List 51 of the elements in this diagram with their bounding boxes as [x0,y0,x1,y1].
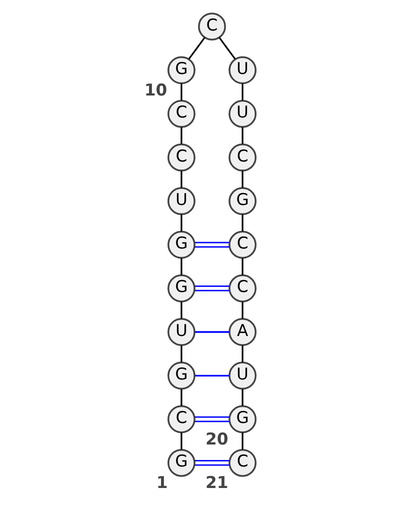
connector [180,170,182,188]
node-circle: U [228,99,256,128]
connector [180,126,182,144]
connector [180,258,182,275]
connector [194,374,230,376]
connector [180,214,182,231]
connector [194,416,230,422]
node-label: 10 [144,80,168,99]
connector [180,388,182,406]
node-circle: C [168,143,196,171]
node-circle: G [168,230,196,258]
node-circle: G [228,186,256,215]
node-circle: U [168,318,196,346]
connector [180,432,182,450]
node-circle: G [168,361,196,390]
node-circle: C [168,99,196,128]
connector [194,241,230,248]
node-label: 21 [205,472,228,492]
connector [180,344,182,362]
node-circle: U [228,361,256,390]
connector [242,214,244,231]
connector [194,460,230,466]
node-circle: A [228,318,256,346]
connector [194,330,230,332]
connector [188,36,206,60]
connector [242,83,244,100]
node-circle: C [168,404,196,433]
connector [242,170,244,188]
node-circle: G [228,404,256,433]
node-circle: U [228,56,256,84]
connector [180,83,182,100]
connector [218,36,236,60]
node-label: 1 [156,472,168,492]
node-label: 20 [205,428,228,448]
node-circle: C [228,143,256,171]
node-circle: G [168,448,196,476]
node-circle: C [198,12,226,40]
connector [242,388,244,406]
connector [194,284,230,291]
connector [242,126,244,144]
node-circle: G [168,274,196,302]
connector [180,301,182,318]
node-circle: C [228,448,256,476]
connector [242,344,244,362]
node-circle: C [228,274,256,302]
node-circle: U [168,186,196,215]
connector [242,258,244,275]
connector [242,301,244,318]
connector [242,432,244,450]
node-circle: G [168,56,196,84]
node-circle: C [228,230,256,258]
